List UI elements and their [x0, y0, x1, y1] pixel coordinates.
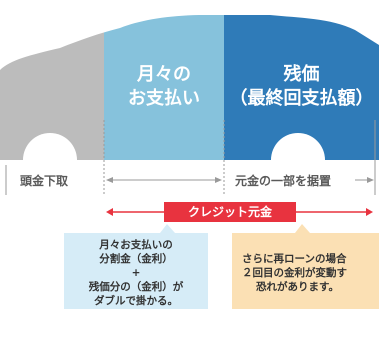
monthly-arrow-right-head	[215, 177, 222, 183]
principal-deferred-label: 元金の一部を据置	[235, 174, 332, 188]
reloan-note-line-1: さらに再ローンの場合	[242, 253, 347, 265]
monthly-note-text: 月々お支払いの 分割金（金利） + 残価分の（金利）が ダブルで掛かる。	[64, 238, 208, 308]
monthly-note-line-4: 残価分の（金利）が	[88, 281, 184, 293]
car-segment-monthly	[104, 15, 224, 160]
residual-value-label: 残価 （最終回支払額）	[224, 63, 379, 111]
reloan-note-line-3: 恐れがあります。	[256, 281, 339, 293]
front-wheel-arch	[23, 133, 77, 160]
credit-arrow-right-head	[366, 208, 373, 216]
deferred-arrow-head	[367, 177, 374, 183]
monthly-note-line-1: 月々お支払いの	[99, 239, 173, 251]
rear-wheel-arch	[271, 133, 325, 160]
reloan-note-text: さらに再ローンの場合 ２回目の金利が変動す 恐れがあります。	[242, 252, 379, 294]
monthly-note-line-5: ダブルで掛かる。	[94, 295, 178, 307]
credit-arrow-left-head	[106, 208, 113, 216]
monthly-payment-line-2: お支払い	[128, 88, 200, 109]
monthly-note-line-3: +	[131, 267, 141, 279]
monthly-note-pointer	[160, 224, 175, 233]
monthly-arrow-left-head	[106, 177, 113, 183]
reloan-note-box	[232, 233, 379, 309]
credit-principal-badge: クレジット元金	[164, 202, 296, 222]
monthly-note-box	[64, 233, 208, 309]
residual-value-line-2: （最終回支払額）	[229, 88, 374, 109]
reloan-note-line-2: ２回目の金利が変動す	[242, 267, 347, 279]
down-payment-label: 頭金下取	[20, 174, 69, 188]
monthly-payment-label: 月々の お支払い	[104, 63, 224, 111]
residual-value-line-1: 残価	[283, 64, 320, 85]
monthly-note-line-2: 分割金（金利）	[99, 253, 173, 265]
monthly-payment-line-1: 月々の	[137, 64, 191, 85]
reloan-note-pointer	[295, 224, 310, 233]
